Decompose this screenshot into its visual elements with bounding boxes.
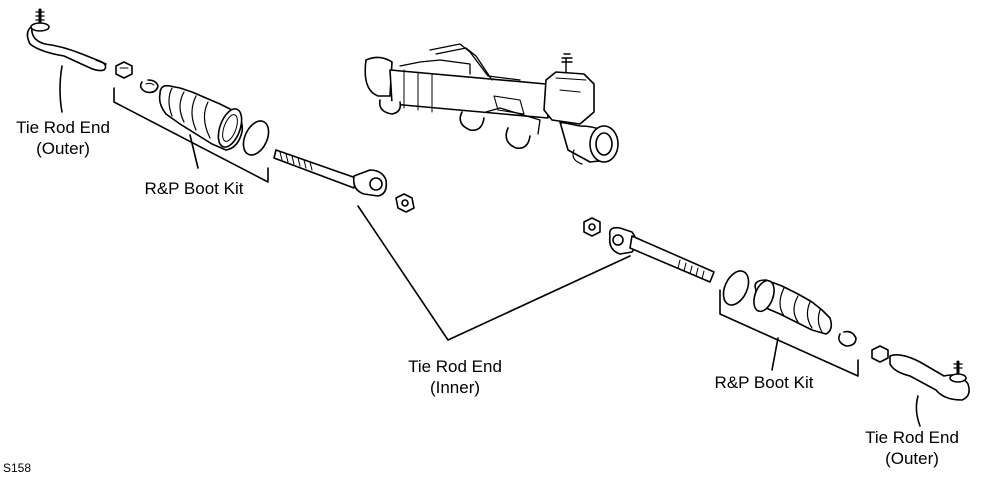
- label-line: Tie Rod End: [865, 428, 959, 447]
- label-line: (Outer): [36, 139, 90, 158]
- outer-right-leader: [915, 395, 921, 427]
- boot-kit-right-leader: [771, 337, 779, 371]
- left-nut-and-clamp: [115, 61, 159, 94]
- label-line: Tie Rod End: [408, 357, 502, 376]
- boot-left-part: [158, 84, 244, 151]
- inner-tie-rod-right-part: [583, 217, 715, 283]
- label-line: (Outer): [885, 449, 939, 468]
- label-tie-rod-end-outer-right: Tie Rod End (Outer): [852, 427, 972, 469]
- label-line: (Inner): [429, 378, 481, 397]
- label-boot-kit-right: R&P Boot Kit: [714, 373, 814, 392]
- steering-rack-assembly: [364, 43, 619, 165]
- boot-kit-right-bracket: [719, 289, 859, 377]
- boot-ring-left: [242, 120, 270, 156]
- boot-kit-left-leader: [189, 134, 199, 169]
- tie-rod-end-outer-right-part: [889, 354, 970, 401]
- outer-left-leader: [59, 65, 63, 113]
- boot-right-part: [753, 279, 833, 335]
- label-boot-kit-left: R&P Boot Kit: [144, 179, 244, 198]
- tie-rod-end-outer-left-part: [26, 8, 107, 72]
- label-tie-rod-end-inner: Tie Rod End (Inner): [395, 356, 515, 398]
- right-clamp-and-nut: [838, 330, 889, 363]
- inner-leader-lines: [357, 205, 631, 341]
- figure-code: S158: [3, 461, 32, 475]
- label-line: Tie Rod End: [16, 118, 110, 137]
- boot-ring-right: [722, 270, 750, 306]
- label-tie-rod-end-outer-left: Tie Rod End (Outer): [4, 117, 122, 159]
- inner-tie-rod-left-part: [273, 149, 415, 213]
